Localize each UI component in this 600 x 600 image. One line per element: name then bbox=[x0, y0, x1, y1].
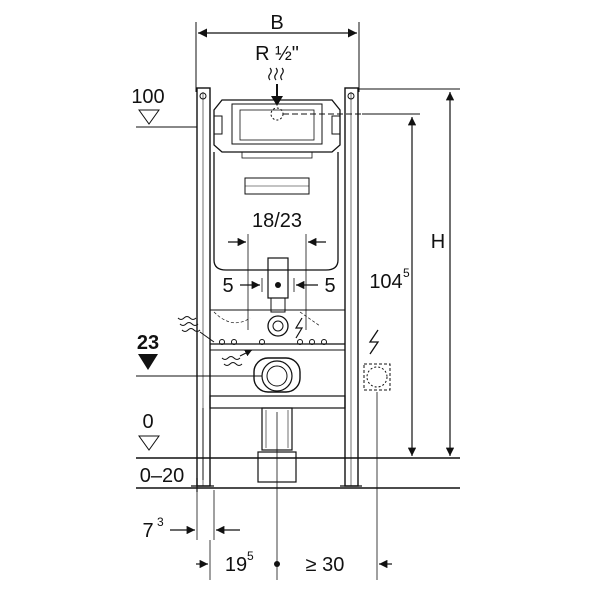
bottom-right-value: ≥ 30 bbox=[306, 554, 345, 576]
spacing-label: 18/23 bbox=[252, 210, 302, 232]
bottom-left-sup: 3 bbox=[157, 515, 164, 529]
electric-icon bbox=[368, 329, 380, 355]
water-wave-icon bbox=[177, 316, 201, 332]
offset-left-label: 5 bbox=[222, 275, 233, 297]
offset-dimension: 5 5 bbox=[222, 275, 335, 297]
level-0-label: 0 bbox=[142, 411, 153, 433]
installation-frame bbox=[191, 87, 362, 492]
height-label: H bbox=[431, 231, 445, 253]
connection-fittings bbox=[177, 311, 327, 345]
bottom-left-value: 7 bbox=[142, 520, 153, 542]
width-label: B bbox=[270, 12, 283, 34]
connection-label: R ½" bbox=[255, 43, 299, 65]
drain-pipe bbox=[221, 349, 301, 483]
water-wave-icon bbox=[268, 67, 284, 81]
water-connection: R ½" bbox=[255, 43, 420, 121]
bottom-mid-value: 19 bbox=[225, 554, 247, 576]
width-dimension: B bbox=[195, 12, 360, 92]
spacing-dimension: 18/23 bbox=[228, 210, 326, 330]
floor-level: 0 0–20 bbox=[136, 411, 460, 489]
height-dimension: H 104 5 bbox=[358, 88, 460, 456]
height-value-sup: 5 bbox=[403, 266, 410, 280]
level-100-label: 100 bbox=[131, 86, 164, 108]
bottom-left-dimension: 7 3 bbox=[142, 490, 240, 542]
offset-right-label: 5 bbox=[324, 275, 335, 297]
level-23-label: 23 bbox=[137, 332, 159, 354]
bottom-right-dimension: 19 5 ≥ 30 bbox=[196, 412, 392, 580]
bottom-mid-sup: 5 bbox=[247, 549, 254, 563]
level-23-marker: 23 bbox=[136, 332, 262, 377]
cistern bbox=[213, 99, 341, 313]
floor-range-label: 0–20 bbox=[140, 465, 185, 487]
level-100-marker: 100 bbox=[131, 86, 197, 128]
height-value: 104 bbox=[369, 271, 402, 293]
electric-connection bbox=[363, 329, 391, 580]
electric-icon bbox=[294, 317, 304, 339]
water-wave-icon bbox=[221, 356, 243, 366]
